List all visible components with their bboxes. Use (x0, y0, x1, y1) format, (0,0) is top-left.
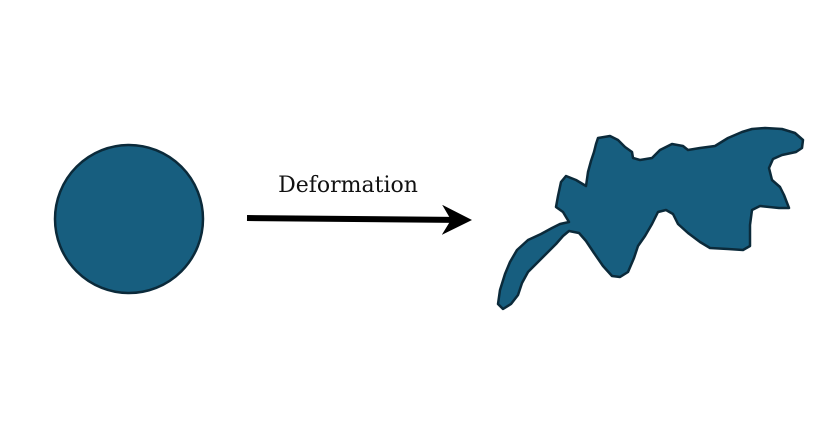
deformation-arrow (246, 204, 472, 235)
arrow-label: Deformation (278, 173, 418, 198)
circle-shape (53, 143, 205, 295)
deformed-blob-shape (496, 126, 805, 311)
